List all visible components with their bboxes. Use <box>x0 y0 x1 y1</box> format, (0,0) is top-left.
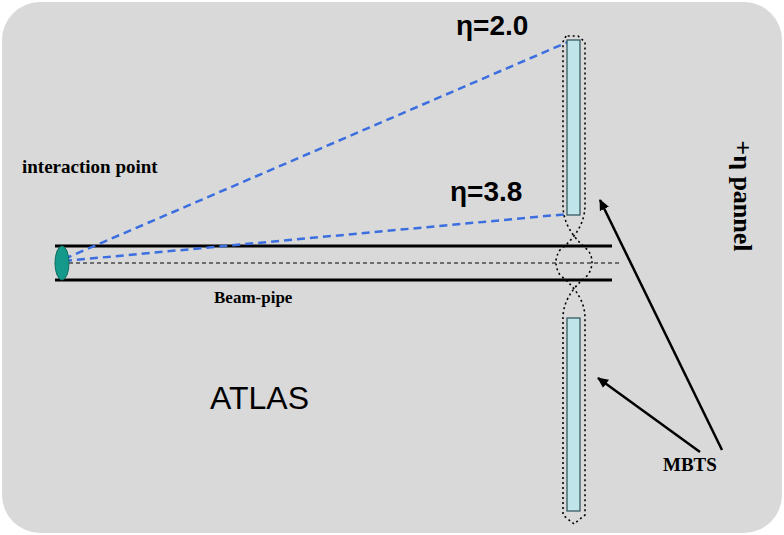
beam-pipe-wall <box>55 245 612 248</box>
leader-arrow <box>600 200 722 450</box>
beam-pipe-wall <box>55 279 612 282</box>
interaction-point-label: interaction point <box>22 156 162 178</box>
eta-label: η=3.8 <box>450 176 522 208</box>
mbts-label: MBTS <box>663 454 717 476</box>
interaction-point <box>55 246 69 280</box>
mbts-panel <box>567 318 580 511</box>
mbts-panel <box>567 40 580 215</box>
mbts-outline <box>556 36 592 524</box>
detector-label: ATLAS <box>210 380 309 417</box>
eta-line <box>64 42 568 259</box>
panel-label: +η pannel <box>727 140 757 251</box>
beam-pipe-label: Beam-pipe <box>214 288 292 308</box>
eta-label: η=2.0 <box>456 10 528 42</box>
beam-axis <box>62 263 622 264</box>
leader-arrow <box>598 378 700 452</box>
eta-line <box>64 214 568 261</box>
